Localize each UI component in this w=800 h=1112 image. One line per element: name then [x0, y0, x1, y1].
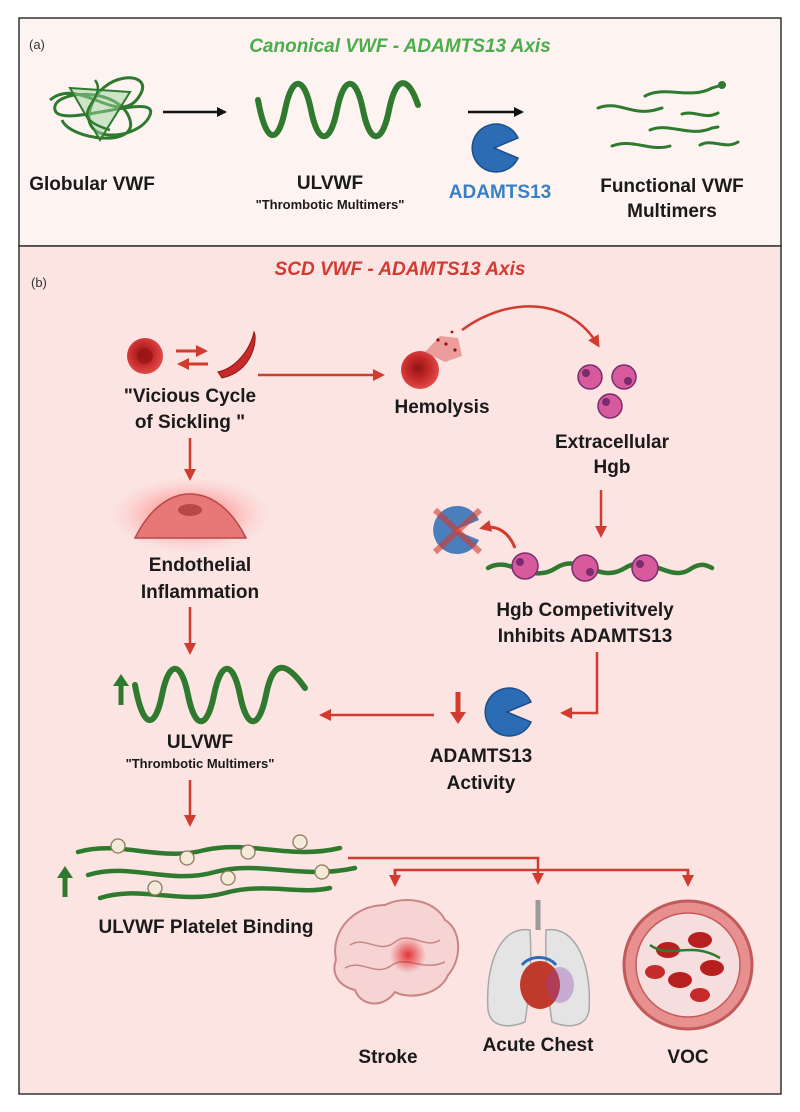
- label-hemolysis: Hemolysis: [394, 397, 489, 418]
- arrow-inhibition-to-activity: [560, 652, 599, 719]
- label-ulvwf-a: ULVWF: [297, 173, 363, 194]
- label-acute-chest: Acute Chest: [483, 1035, 595, 1056]
- panel-b-title: SCD VWF - ADAMTS13 Axis: [275, 259, 526, 280]
- functional-vwf-icon: [596, 81, 740, 149]
- increase-arrow-icon-1: [113, 674, 129, 705]
- platelet-icons: [110, 834, 330, 896]
- label-adamts13-a: ADAMTS13: [449, 182, 551, 203]
- panel-a-title: Canonical VWF - ADAMTS13 Axis: [249, 36, 551, 57]
- label-vicious-cycle-2: of Sickling ": [135, 412, 245, 433]
- adamts13-pacman-icon: [471, 123, 520, 173]
- label-adamts13-b: ADAMTS13: [430, 746, 532, 767]
- label-globular-vwf: Globular VWF: [29, 174, 155, 195]
- rbc-cycle-icon: [127, 330, 256, 379]
- label-ulvwf-b: ULVWF: [167, 732, 233, 753]
- arrow-hemolysis-to-hgb: [461, 305, 600, 348]
- label-activity: Activity: [447, 773, 516, 794]
- label-functional-vwf: Functional VWF: [600, 176, 744, 197]
- increase-arrow-icon-2: [57, 866, 73, 897]
- label-inflammation: Inflammation: [141, 582, 259, 603]
- panel-a-frame: [18, 17, 782, 247]
- label-thrombotic-multimers-b: "Thrombotic Multimers": [126, 756, 275, 771]
- hemolysis-rbc-icon: [401, 330, 462, 389]
- label-multimers: Multimers: [627, 201, 717, 222]
- lungs-icon: [486, 900, 591, 1027]
- decrease-arrow-icon: [450, 692, 466, 724]
- panel-b-letter: (b): [31, 275, 47, 290]
- bound-hgb-icons: [511, 552, 659, 582]
- label-inhibits-adamts13: Inhibits ADAMTS13: [498, 626, 673, 647]
- label-hgb-competitively: Hgb Competivitvely: [496, 600, 674, 621]
- ulvwf-wave-b-icon: [132, 664, 308, 725]
- outcome-arrows: [348, 856, 694, 887]
- label-platelet-binding: ULVWF Platelet Binding: [99, 917, 314, 938]
- label-hgb: Hgb: [594, 457, 631, 478]
- hemoglobin-cluster-icon: [577, 364, 637, 419]
- label-stroke: Stroke: [358, 1047, 417, 1068]
- globular-vwf-icon: [49, 76, 152, 142]
- adamts13-activity-pacman-icon: [484, 687, 533, 737]
- endothelial-cell-icon: [110, 477, 270, 553]
- ulvwf-wave-icon: [255, 80, 421, 140]
- panel-a: (a) Canonical VWF - ADAMTS13 Axis Globul…: [18, 17, 782, 247]
- label-thrombotic-multimers-a: "Thrombotic Multimers": [256, 197, 405, 212]
- label-extracellular: Extracellular: [555, 432, 670, 453]
- brain-icon: [333, 899, 460, 1005]
- label-endothelial: Endothelial: [149, 555, 251, 576]
- panel-a-letter: (a): [29, 37, 45, 52]
- vessel-occlusion-icon: [622, 899, 754, 1031]
- blocked-adamts13-icon: [432, 506, 517, 555]
- label-vicious-cycle-1: "Vicious Cycle: [124, 386, 256, 407]
- label-voc: VOC: [667, 1047, 708, 1068]
- panel-b: (b) SCD VWF - ADAMTS13 Axis "Vicious Cyc…: [18, 245, 782, 1095]
